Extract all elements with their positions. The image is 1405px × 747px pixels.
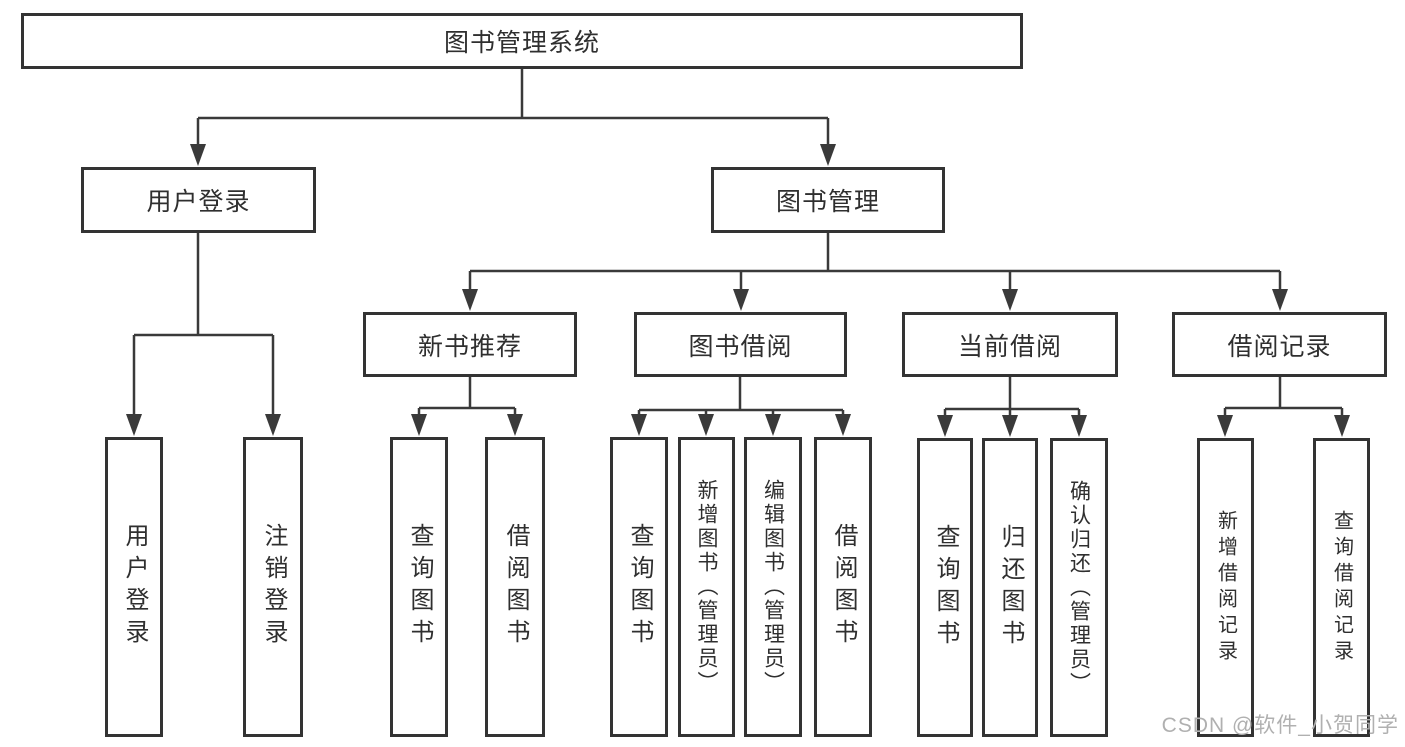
node-label: 图书管理 [775, 188, 880, 216]
node-borrowing-records: 借阅记录 [1172, 312, 1387, 377]
leaf-add-borrow-record: 新增借阅记录 [1197, 438, 1254, 737]
node-label: 注销登录 [260, 523, 287, 651]
leaf-confirm-return-admin: 确认归还（管理员） [1050, 438, 1108, 737]
node-label: 新增图书（管理员） [695, 479, 718, 695]
node-label: 查询图书 [626, 523, 653, 651]
node-label: 借阅图书 [830, 523, 857, 651]
leaf-borrow-books-recommend: 借阅图书 [485, 437, 545, 737]
node-label: 查询借阅记录 [1330, 509, 1353, 666]
node-label: 图书借阅 [688, 332, 793, 361]
node-label: 图书管理系统 [443, 29, 600, 57]
node-user-login: 用户登录 [81, 167, 316, 233]
node-label: 查询图书 [406, 523, 433, 651]
leaf-query-books-current: 查询图书 [917, 438, 973, 737]
watermark: CSDN @软件_小贺同学 [1161, 714, 1399, 737]
node-label: 确认归还（管理员） [1067, 479, 1091, 696]
node-current-borrowing: 当前借阅 [902, 312, 1118, 377]
node-label: 查询图书 [932, 523, 959, 652]
node-label: 归还图书 [997, 523, 1024, 652]
leaf-query-borrow-record: 查询借阅记录 [1313, 438, 1370, 737]
node-label: 借阅记录 [1227, 332, 1332, 361]
leaf-query-books-recommend: 查询图书 [390, 437, 448, 737]
leaf-query-books-borrow: 查询图书 [610, 437, 668, 737]
leaf-user-login: 用户登录 [105, 437, 163, 737]
node-label: 新增借阅记录 [1214, 509, 1237, 666]
node-label: 新书推荐 [417, 332, 522, 361]
node-label: 用户登录 [146, 188, 251, 216]
node-book-management: 图书管理 [711, 167, 945, 233]
node-label: 用户登录 [121, 523, 148, 651]
node-library-system: 图书管理系统 [21, 13, 1023, 69]
leaf-add-books-admin: 新增图书（管理员） [678, 437, 735, 737]
leaf-logout: 注销登录 [243, 437, 303, 737]
node-label: 编辑图书（管理员） [761, 479, 785, 695]
leaf-edit-books-admin: 编辑图书（管理员） [744, 437, 802, 737]
node-new-book-recommendation: 新书推荐 [363, 312, 577, 377]
node-label: 当前借阅 [957, 332, 1062, 361]
leaf-return-books: 归还图书 [982, 438, 1038, 737]
leaf-borrow-books: 借阅图书 [814, 437, 872, 737]
node-label: 借阅图书 [502, 523, 529, 651]
node-book-borrowing: 图书借阅 [634, 312, 847, 377]
